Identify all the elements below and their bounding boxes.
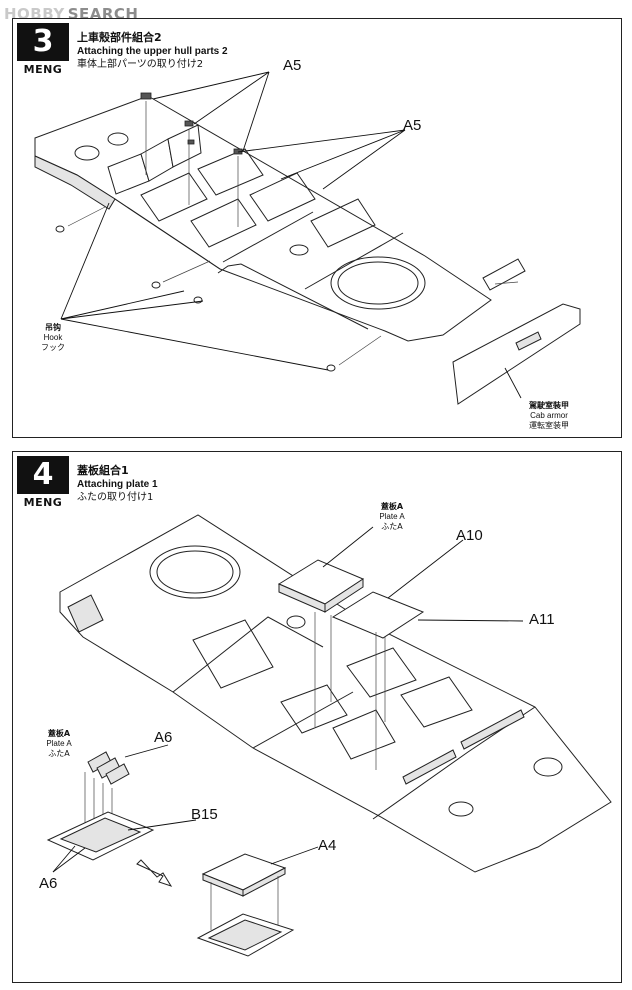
label-a5-top: A5 xyxy=(283,57,302,74)
plate-a-top-en: Plate A xyxy=(379,512,405,521)
step-3-panel: 3 MENG 上車殼部件組合2 Attaching the upper hull… xyxy=(12,18,622,438)
label-a6-top: A6 xyxy=(154,729,173,746)
step-3-badge: 3 MENG xyxy=(17,23,69,76)
step-4-badge: 4 MENG xyxy=(17,456,69,509)
step-4-brand-logo: MENG xyxy=(23,496,63,509)
cab-armor-ja: 運転室装甲 xyxy=(529,421,569,430)
hook-ja: フック xyxy=(41,343,65,352)
step-4-title-zh: 蓋板組合1 xyxy=(77,464,129,477)
step-3-number: 3 xyxy=(17,23,69,61)
step-4-panel: 4 MENG 蓋板組合1 Attaching plate 1 ふたの取り付け1 … xyxy=(12,451,622,983)
plate-a-left-en: Plate A xyxy=(46,739,72,748)
hook-en: Hook xyxy=(43,333,63,342)
step-3-title-en: Attaching the upper hull parts 2 xyxy=(77,46,228,58)
plate-a-top-ja: ふたA xyxy=(381,522,403,531)
plate-a-left-zh: 蓋板A xyxy=(47,729,71,738)
step-3-brand-logo: MENG xyxy=(23,63,63,76)
label-a10: A10 xyxy=(456,527,483,544)
step-4-title-ja: ふたの取り付け1 xyxy=(77,492,154,504)
upper-hull-diagram xyxy=(34,71,581,405)
label-cab-armor: 駕駛室裝甲 Cab armor 運転室装甲 xyxy=(519,401,579,431)
label-a5-mid: A5 xyxy=(403,117,422,134)
cab-armor-en: Cab armor xyxy=(530,411,568,420)
label-a11: A11 xyxy=(529,611,555,628)
label-plate-a-top: 蓋板A Plate A ふたA xyxy=(369,502,415,532)
step-3-title-zh: 上車殼部件組合2 xyxy=(77,31,162,44)
hook-zh: 吊钩 xyxy=(45,323,61,332)
label-plate-a-left: 蓋板A Plate A ふたA xyxy=(39,729,79,759)
label-hook: 吊钩 Hook フック xyxy=(33,323,73,353)
step-4-title-block: 蓋板組合1 Attaching plate 1 ふたの取り付け1 xyxy=(77,464,158,504)
plate-a-top-zh: 蓋板A xyxy=(380,502,404,511)
step-3-title-block: 上車殼部件組合2 Attaching the upper hull parts … xyxy=(77,31,228,71)
step-4-number: 4 xyxy=(17,456,69,494)
cab-armor-zh: 駕駛室裝甲 xyxy=(529,401,569,410)
plate-a-left-ja: ふたA xyxy=(48,749,70,758)
step-3-title-ja: 車体上部パーツの取り付け2 xyxy=(77,59,204,71)
label-a6-bottom: A6 xyxy=(39,875,58,892)
label-a4: A4 xyxy=(318,837,337,854)
label-b15: B15 xyxy=(191,806,218,823)
step-4-title-en: Attaching plate 1 xyxy=(77,479,158,491)
hull-plate-diagram xyxy=(46,514,612,957)
